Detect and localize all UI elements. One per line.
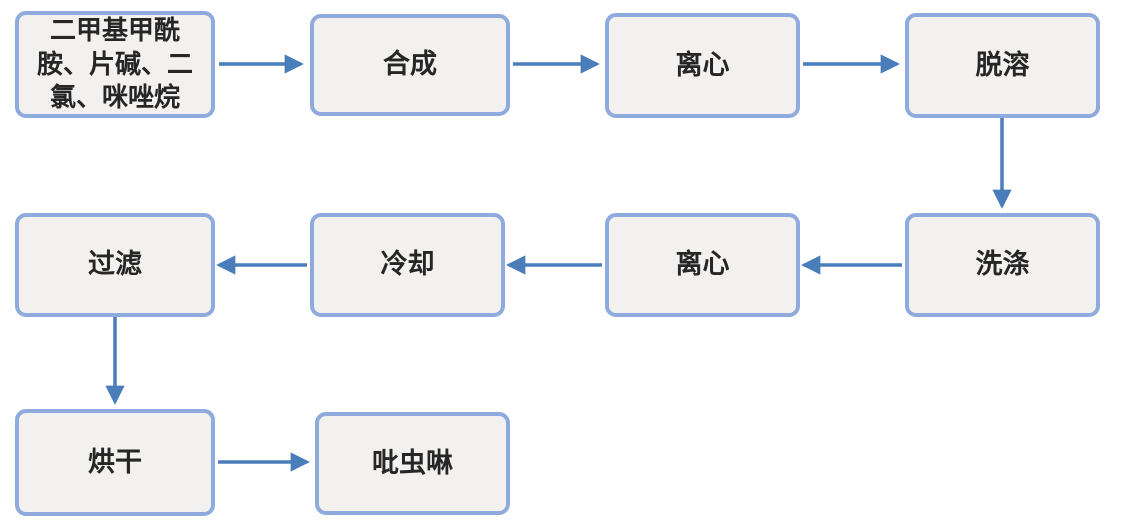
node-desolvent: 脱溶 <box>905 13 1100 118</box>
node-cooling: 冷却 <box>310 213 505 317</box>
node-centrifuge-1: 离心 <box>605 13 800 118</box>
node-label-line: 胺、片碱、二 <box>36 48 193 79</box>
node-label: 吡虫啉 <box>372 447 453 478</box>
node-label-line: 氯、咪唑烷 <box>49 82 180 113</box>
node-washing: 洗涤 <box>905 213 1100 317</box>
node-label: 过滤 <box>88 249 142 280</box>
node-label: 离心 <box>675 249 730 280</box>
node-label: 洗涤 <box>975 249 1030 280</box>
node-synthesis: 合成 <box>310 14 510 116</box>
node-filtration: 过滤 <box>15 213 215 317</box>
node-label: 离心 <box>675 49 730 80</box>
node-drying: 烘干 <box>15 409 215 516</box>
node-label: 烘干 <box>88 446 142 477</box>
node-label-line: 二甲基甲酰 <box>49 14 180 45</box>
node-imidacloprid: 吡虫啉 <box>315 412 510 515</box>
node-label: 合成 <box>383 49 437 80</box>
node-label: 脱溶 <box>975 49 1030 80</box>
node-label: 冷却 <box>380 249 435 280</box>
node-centrifuge-2: 离心 <box>605 213 800 317</box>
node-raw-materials: 二甲基甲酰 胺、片碱、二 氯、咪唑烷 <box>15 11 215 118</box>
